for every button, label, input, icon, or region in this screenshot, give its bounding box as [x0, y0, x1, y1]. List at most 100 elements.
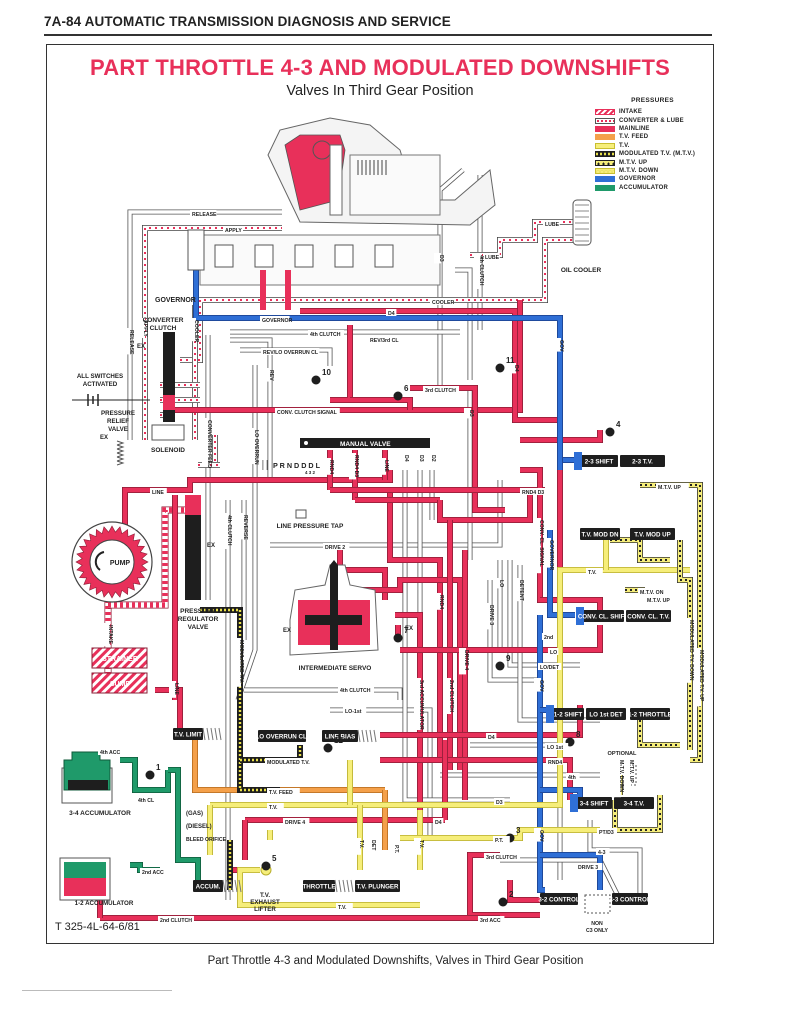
valve-body	[552, 708, 584, 720]
valve-lo-overrun-cl: LO OVERRUN CL.	[256, 730, 309, 742]
clutch-apply-feed	[260, 270, 266, 310]
valve-body	[258, 730, 306, 742]
passage-label: M.T.V. ON	[640, 590, 664, 596]
valve-body	[193, 880, 223, 892]
passage-label: GOV	[538, 680, 544, 692]
figure-caption: Part Throttle 4-3 and Modulated Downshif…	[207, 955, 584, 967]
valve-tv-mod-up: T.V. MOD UP	[630, 528, 675, 540]
optional-label: OPTIONAL	[608, 751, 637, 757]
valve-label: CONV. CL. SHIFT	[578, 614, 629, 621]
legend-label: CONVERTER & LUBE	[619, 117, 684, 124]
label-bg	[98, 748, 125, 755]
check-ball-number: 12	[334, 736, 343, 745]
label-bg	[645, 596, 678, 603]
valve-label: 2-3 T.V.	[632, 459, 653, 466]
mtv-down-swatch	[595, 167, 615, 174]
passage-label: 3rd ACCUMULATOR	[418, 680, 424, 730]
check-ball-number: 5	[272, 854, 277, 863]
passage-label: M.T.V. DOWN	[618, 760, 624, 792]
converter-turbine	[312, 140, 332, 160]
check-ball	[145, 770, 155, 780]
valve-body	[620, 455, 665, 467]
pump-rotor	[89, 539, 135, 585]
legend-item-tv-feed: T.V. FEED	[595, 133, 710, 141]
spring-coil	[346, 879, 350, 893]
passage-label: D4	[513, 365, 519, 372]
spring-coil	[210, 727, 214, 741]
selector-subscripts: 4 3 2	[305, 470, 316, 475]
check-ball-10: 10	[311, 368, 331, 385]
mainline-swatch	[595, 125, 615, 132]
non-c3-label: C3 ONLY	[586, 928, 609, 934]
footer-rule	[22, 990, 172, 991]
passage-label: 4th CLUTCH	[310, 332, 341, 338]
valve-label: 2-3 SHIFT	[585, 459, 614, 466]
valve-label: LINE BIAS	[325, 734, 356, 741]
acc-to-accum-valve	[168, 767, 201, 880]
legend-label: M.T.V. UP	[619, 159, 648, 166]
passage-label: PT/D3	[599, 830, 614, 836]
passage-label: LINE	[152, 490, 164, 496]
valve-1-2-shift: 1-2 SHIFT	[546, 705, 584, 723]
label-bg	[459, 648, 466, 675]
diagram-frame: PART THROTTLE 4-3 AND MODULATED DOWNSHIF…	[46, 44, 714, 944]
spring-coil	[116, 456, 125, 462]
check-ball-number: 1	[156, 763, 161, 772]
passage-label: 2nd	[544, 635, 553, 641]
legend-item-governor: GOVERNOR	[595, 175, 710, 183]
valve-body	[540, 893, 578, 905]
check-ball-2: 2	[498, 890, 514, 907]
spring-coil	[373, 729, 377, 743]
passage-label: LINE	[383, 460, 389, 472]
passage-label: T.V.	[338, 905, 347, 911]
passage-label: 3rd ACC	[480, 918, 501, 924]
legend-label: MAINLINE	[619, 125, 650, 132]
four-three-passage	[587, 820, 643, 895]
passage-label: RND4	[438, 595, 444, 609]
passage-label: T.V.	[269, 805, 278, 811]
intake-swatch	[595, 109, 615, 116]
valve-label: THROTTLE	[303, 884, 336, 891]
valve-3-2-control: 3-2 CONTROL	[538, 893, 580, 905]
servo-piston-rod	[330, 560, 338, 650]
passage-label: RND4	[328, 460, 334, 474]
check-ball	[323, 743, 333, 753]
passage-label: DRIVE 4	[463, 650, 469, 670]
sump	[91, 672, 148, 694]
legend-item-intake: INTAKE	[595, 108, 710, 116]
passage-label: APPLY	[142, 320, 148, 337]
planetary-set	[294, 244, 314, 268]
passage-label: T.V. FEED	[269, 790, 293, 796]
label-bg	[534, 678, 541, 692]
label-bg	[267, 803, 284, 810]
passage-label: GOV	[558, 340, 564, 352]
valve-label: ACCUM.	[196, 884, 221, 891]
check-ball-1: 1	[145, 763, 161, 780]
valve-accum: ACCUM.	[193, 879, 242, 893]
label-bg	[234, 638, 241, 687]
diagram-title: PART THROTTLE 4-3 AND MODULATED DOWNSHIF…	[90, 55, 670, 80]
line-passage	[122, 470, 393, 545]
valve-2-3-tv: 2-3 T.V.	[620, 455, 665, 467]
label-bg	[474, 253, 481, 289]
valve-3-4-tv: 3-4 T.V.	[614, 797, 654, 809]
legend-item-mtv: MODULATED T.V. (M.T.V.)	[595, 150, 710, 158]
tv-exhaust-lifter-label: EXHAUST	[250, 899, 280, 906]
check-ball	[605, 427, 615, 437]
passage-label: 4th CLUTCH	[478, 255, 484, 286]
valve-label: 3-4 T.V.	[624, 801, 645, 808]
label-bg	[624, 758, 631, 791]
label-bg	[534, 828, 541, 842]
label-bg	[223, 226, 243, 233]
check-ball	[311, 375, 321, 385]
legend-label: ACCUMULATOR	[619, 184, 668, 191]
passage-labels: RELEASEAPPLYLUBELUBECOOLERD4GOVERNOR4th …	[69, 210, 704, 934]
passage-label: 2nd CLUTCH	[448, 680, 454, 712]
check-ball-number: 3	[516, 826, 521, 835]
valve-body	[612, 893, 648, 905]
label-bg	[478, 916, 505, 923]
governor-swatch	[595, 176, 615, 183]
mtv-up-swatch	[595, 159, 615, 166]
passage-label: LO 1st	[547, 745, 563, 751]
label-bg	[414, 453, 421, 464]
